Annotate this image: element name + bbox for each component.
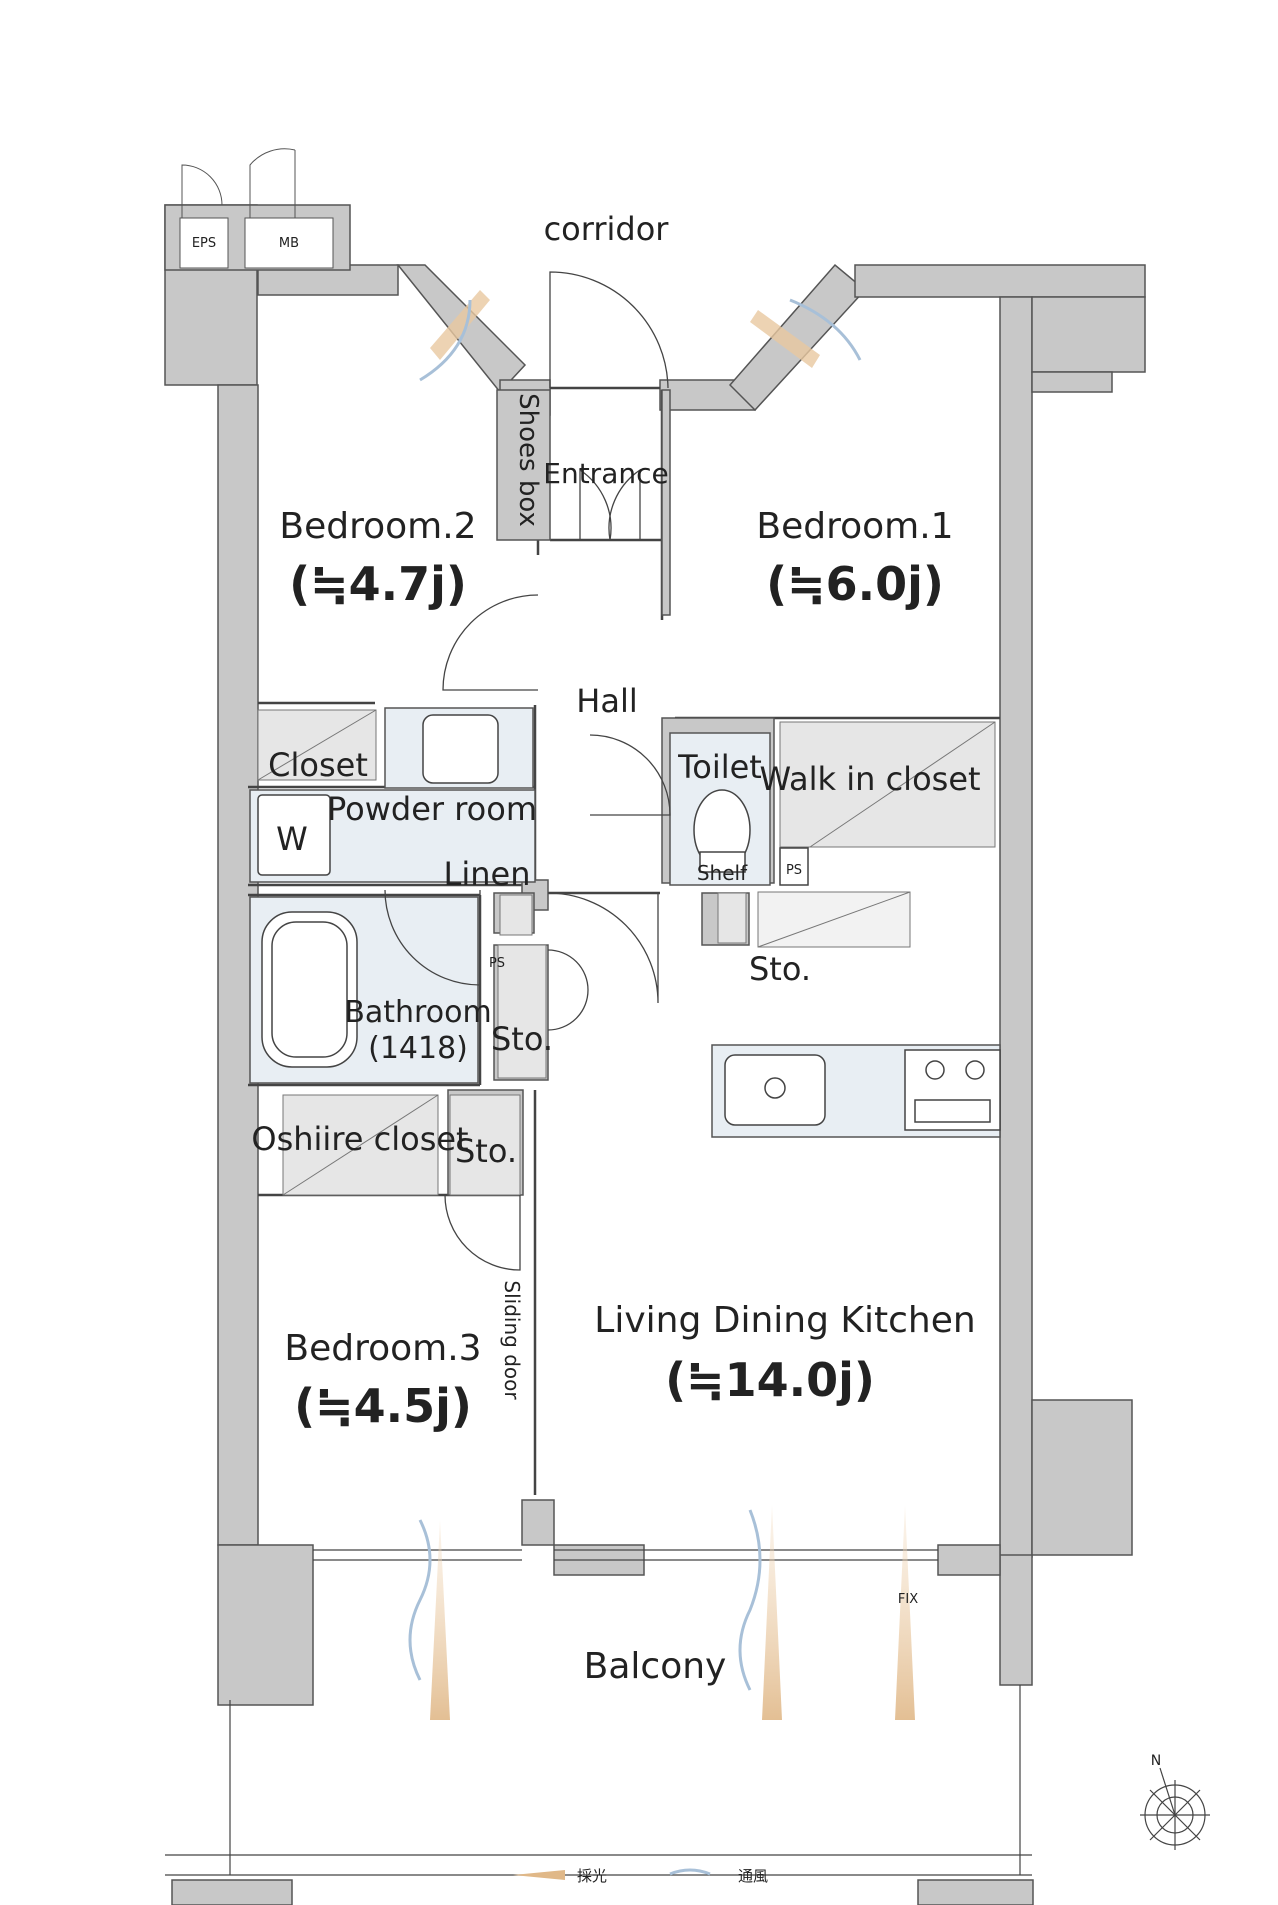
sto-bath-label: Sto. xyxy=(491,1020,553,1058)
bedroom2-area: (≒4.7j) xyxy=(289,557,467,611)
sliding-door-label: Sliding door xyxy=(500,1280,524,1400)
bedroom2-label: Bedroom.2 xyxy=(279,506,476,547)
bedroom1-area: (≒6.0j) xyxy=(766,557,944,611)
sto-oshiire-label: Sto. xyxy=(455,1132,517,1170)
sto-kitchen-label: Sto. xyxy=(749,950,811,988)
ps-toilet-label: PS xyxy=(786,863,802,878)
ldk-label: Living Dining Kitchen xyxy=(594,1300,975,1341)
mb-label: MB xyxy=(279,236,299,251)
bathroom-label: Bathroom xyxy=(344,995,491,1030)
hall-label: Hall xyxy=(576,682,637,720)
fixtures xyxy=(257,714,1001,1131)
toilet-label: Toilet xyxy=(677,748,762,786)
balcony-label: Balcony xyxy=(584,1646,727,1687)
airflow-markers xyxy=(408,290,915,1720)
bedroom3-label: Bedroom.3 xyxy=(284,1328,481,1369)
washer-label: W xyxy=(276,820,308,858)
daylight-legend-icon xyxy=(513,1870,565,1880)
bedroom1-label: Bedroom.1 xyxy=(756,506,953,547)
storage-areas xyxy=(257,709,996,1196)
windows xyxy=(165,1549,1032,1876)
ventilation-legend-icon xyxy=(669,1868,711,1876)
corridor-label: corridor xyxy=(544,210,670,248)
entrance-label: Entrance xyxy=(543,457,668,490)
bathroom-size-label: (1418) xyxy=(368,1031,468,1066)
service-boxes: EPS MB xyxy=(164,148,351,271)
legend: 採光 通風 xyxy=(513,1867,768,1885)
fix-label: FIX xyxy=(898,1592,918,1607)
shoes-box-label: Shoes box xyxy=(513,393,543,527)
closet-label: Closet xyxy=(268,746,368,784)
compass-north-label: N xyxy=(1151,1753,1161,1769)
ldk-area: (≒14.0j) xyxy=(665,1353,875,1407)
eps-label: EPS xyxy=(192,236,216,251)
ps-bath-label: PS xyxy=(489,956,505,971)
walk-in-closet-label: Walk in closet xyxy=(759,760,980,798)
shelf-label: Shelf xyxy=(697,861,748,885)
linen-label: Linen xyxy=(444,855,531,893)
bedroom3-area: (≒4.5j) xyxy=(294,1379,472,1433)
outer-walls xyxy=(164,204,1146,1905)
compass-icon xyxy=(1140,1767,1210,1850)
ventilation-legend-label: 通風 xyxy=(738,1867,768,1885)
daylight-legend-label: 採光 xyxy=(577,1867,607,1885)
powder-room-label: Powder room xyxy=(327,790,537,828)
doors xyxy=(384,271,671,1271)
oshiire-closet-label: Oshiire closet xyxy=(251,1120,468,1158)
